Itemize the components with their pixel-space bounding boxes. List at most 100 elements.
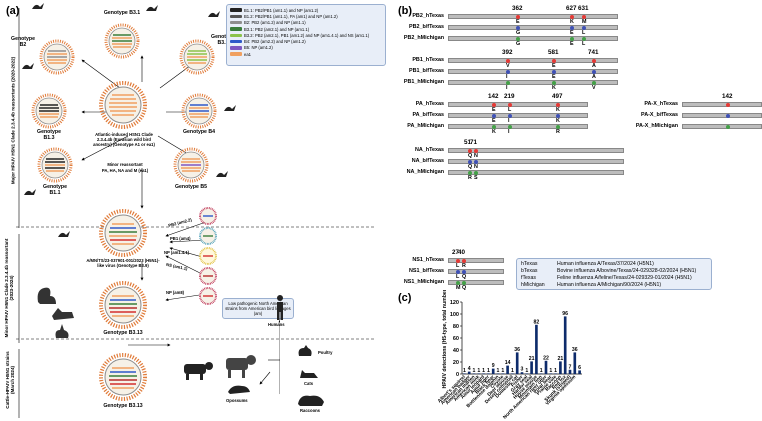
bar-value-label: 1 [463, 368, 466, 374]
ns1-sequence-bar [448, 258, 504, 263]
strain-abbr: hMichigan [521, 281, 545, 288]
bar-value-label: 3 [521, 367, 524, 373]
chicken-icon [298, 345, 312, 356]
virus-b13 [31, 93, 67, 129]
legend-swatch [230, 14, 242, 19]
strain-name: Feline influenza A/feline/Texas/24-02932… [557, 274, 692, 281]
bar-value-label: 1 [525, 368, 528, 374]
legend-row: B5: NP (am1.2) [230, 45, 382, 51]
pa-amino-acid: R [556, 129, 560, 135]
ns1-sequence-name: NS1_hTexas [412, 257, 444, 263]
pb2-mutation-mark [582, 14, 586, 19]
bar-value-label: 1 [501, 368, 504, 374]
ns1-mutation-mark [462, 258, 466, 263]
pax-mutation-mark [726, 102, 730, 107]
strain-row: hTexas Human influenza A/Texas/37/2024 (H… [521, 260, 707, 267]
y-tick-label: 60 [453, 336, 459, 342]
pb1-amino-acid: V [506, 63, 510, 69]
human-icon [277, 295, 283, 320]
pb2-amino-acid: L [582, 41, 586, 47]
pb1-mutation-mark [592, 80, 596, 85]
virus-b5 [173, 147, 209, 183]
pb2-position-label: 362 [512, 5, 523, 12]
raccoon-icon [298, 395, 324, 406]
bar [463, 373, 466, 374]
pa-amino-acid: E [492, 118, 496, 124]
pax-sequence-bar [682, 102, 762, 107]
pb1-mutation-mark [506, 58, 510, 63]
pa-mutation-mark [556, 102, 560, 107]
na-mutation-mark [474, 148, 478, 153]
pb1-amino-acid: E [552, 63, 556, 69]
pa-amino-acid: K [556, 118, 560, 124]
na-sequence-name: NA_hMichigan [406, 169, 444, 175]
pa-sequence-name: PA_hMichigan [407, 123, 444, 129]
pax-sequence-name: PA-X_b/fTexas [641, 112, 678, 118]
legend-row: ea1 [230, 51, 382, 57]
bar-value-label: 36 [572, 347, 578, 353]
ns1-amino-acid: M [456, 285, 461, 291]
pb2-mutation-mark [516, 14, 520, 19]
center-virus-label: Atlantic-induced HSN1 Clade 2.3.4.4b (Eu… [93, 132, 155, 147]
pb2-sequence-name: PB2_b/fTexas [409, 24, 444, 30]
na-sequence-name: NA_hTexas [415, 147, 444, 153]
strain-abbr: bTexas [521, 267, 538, 274]
pa-amino-acid: E [492, 107, 496, 113]
ns1-position-label: 27 [452, 249, 460, 256]
strain-name: Human influenza A/Texas/37/2024 (H5N1) [557, 260, 654, 267]
pb1-amino-acid: E [552, 74, 556, 80]
pa-position-label: 219 [504, 93, 515, 100]
legend-swatch [230, 20, 242, 25]
legend-label: B4: PB2 (am2.2) and NP (am1.2) [244, 39, 306, 45]
strain-name: Bovine influenza A/bovine/Texas/24-02932… [557, 267, 697, 274]
pa-mutation-mark [556, 124, 560, 129]
na-mutation-mark [468, 170, 472, 175]
minor-reassortant-label: Minor reassortant [107, 162, 143, 167]
host-label-opossums: Opossums [226, 398, 248, 403]
bar-value-label: 1 [487, 368, 490, 374]
bar [477, 373, 481, 374]
pb1-mutation-mark [506, 69, 510, 74]
pb2-sequence-bar [448, 14, 618, 19]
legend-label: B1.1: PB2/PB1 (am1.1) and NP (am1.2) [244, 7, 319, 13]
bar-value-label: 22 [543, 355, 549, 361]
host-label-humans: Humans [268, 322, 285, 327]
period-divider [18, 8, 20, 418]
bar [472, 373, 476, 374]
pb2-mutation-mark [516, 36, 520, 41]
strain-abbr: hTexas [521, 260, 538, 267]
opossum-icon [228, 385, 250, 394]
ns1-position-label: 40 [458, 249, 466, 256]
legend-label: B3.1: PB2 (am2.1) and NP (am1.1) [244, 26, 310, 32]
genotype-b4-label: Genotype B4 [183, 129, 215, 135]
bar-value-label: 14 [505, 360, 511, 366]
virus-b31 [104, 23, 140, 59]
donor-virus-2 [199, 227, 217, 245]
na-amino-acid: N [474, 153, 478, 159]
legend-swatch [230, 8, 242, 12]
bar [491, 368, 495, 374]
bar-value-label: 4 [468, 366, 471, 372]
pb1-sequence-bar [448, 80, 618, 85]
bar-value-label: 1 [477, 368, 480, 374]
bird-icon [208, 11, 220, 17]
pa-sequence-bar [448, 124, 588, 129]
pa-mutation-mark [556, 113, 560, 118]
pa-amino-acid: I [508, 118, 510, 124]
pb1-mutation-mark [552, 58, 556, 63]
legend-row: B4: PB2 (am2.2) and NP (am1.2) [230, 38, 382, 44]
strain-legend: hTexas Human influenza A/Texas/37/2024 (H… [516, 258, 712, 290]
na-mutation-mark [474, 159, 478, 164]
pax-mutation-mark [726, 124, 730, 129]
arrow-label-pb1: PB1 (am4) [170, 236, 191, 241]
ns1-amino-acid: Q [462, 274, 467, 280]
bar-value-label: 1 [540, 368, 543, 374]
bar [525, 373, 529, 374]
strain-row: bTexas Bovine influenza A/bovine/Texas/24… [521, 267, 707, 274]
ns1-amino-acid: L [456, 263, 460, 269]
donor-virus-4 [199, 267, 217, 285]
pb2-amino-acid: E [516, 19, 520, 25]
cow-icon [184, 362, 213, 380]
